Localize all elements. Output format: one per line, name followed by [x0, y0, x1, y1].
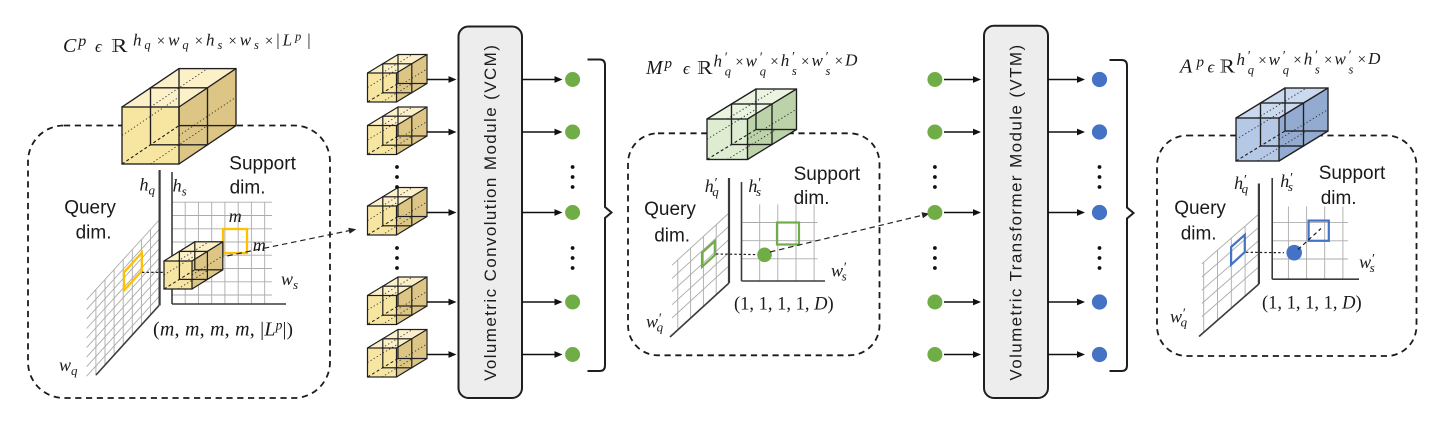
svg-text:hq ×wq ×hs ×ws ×|Lp |: hq ×wq ×hs ×ws ×|Lp | [133, 30, 314, 53]
svg-text:C: C [63, 35, 77, 57]
svg-text:Query: Query [64, 198, 116, 219]
svg-text:w′s: w′s [831, 261, 847, 284]
svg-text:(m, m, m, m, |Lp|): (m, m, m, m, |Lp|) [153, 318, 293, 341]
svg-text:Volumetric Convolution Module: Volumetric Convolution Module (VCM) [481, 44, 500, 381]
svg-text:dim.: dim. [76, 223, 112, 244]
svg-text:h′ q ×w′ q ×h′ s ×w′ s ×D: h′ q ×w′ q ×h′ s ×w′ s ×D [714, 49, 860, 79]
svg-text:h′s: h′s [1280, 171, 1293, 194]
svg-text:w′q: w′q [646, 312, 664, 335]
svg-text:R: R [697, 57, 713, 79]
svg-text:ϵ: ϵ [1208, 58, 1216, 77]
svg-text:w′s: w′s [1359, 252, 1375, 275]
svg-text:Volumetric Transformer Module: Volumetric Transformer Module (VTM) [1007, 43, 1026, 380]
svg-text:R: R [1220, 56, 1236, 78]
svg-text:p: p [1196, 55, 1205, 71]
svg-text:h′q: h′q [705, 176, 720, 199]
svg-text:h′s: h′s [748, 176, 761, 199]
svg-text:p: p [664, 56, 673, 72]
svg-text:p: p [77, 33, 86, 50]
svg-text:dim.: dim. [1321, 188, 1357, 209]
svg-text:A: A [1178, 56, 1193, 78]
svg-text:w′q: w′q [1170, 307, 1188, 330]
svg-text:m: m [229, 206, 242, 226]
svg-text:h′ q ×w′ q ×h′ s ×w′ s ×D: h′ q ×w′ q ×h′ s ×w′ s ×D [1237, 47, 1383, 77]
svg-text:dim.: dim. [654, 226, 690, 247]
svg-text:Support: Support [1319, 163, 1386, 184]
svg-text:Query: Query [1174, 198, 1226, 219]
svg-text:dim.: dim. [1181, 224, 1217, 245]
svg-text:Query: Query [644, 199, 696, 220]
svg-text:dim.: dim. [230, 178, 266, 199]
svg-text:M: M [645, 57, 664, 79]
svg-text:Support: Support [794, 164, 861, 185]
svg-text:(1, 1, 1, 1, D): (1, 1, 1, 1, D) [1262, 294, 1362, 314]
svg-text:(1, 1, 1, 1, D): (1, 1, 1, 1, D) [734, 295, 834, 315]
svg-text:Support: Support [229, 154, 296, 175]
svg-text:h′q: h′q [1234, 173, 1249, 196]
svg-text:R: R [111, 35, 128, 57]
svg-text:ϵ: ϵ [683, 59, 691, 78]
svg-text:ϵ: ϵ [95, 37, 103, 56]
svg-text:m: m [253, 235, 266, 255]
svg-text:dim.: dim. [794, 188, 830, 209]
